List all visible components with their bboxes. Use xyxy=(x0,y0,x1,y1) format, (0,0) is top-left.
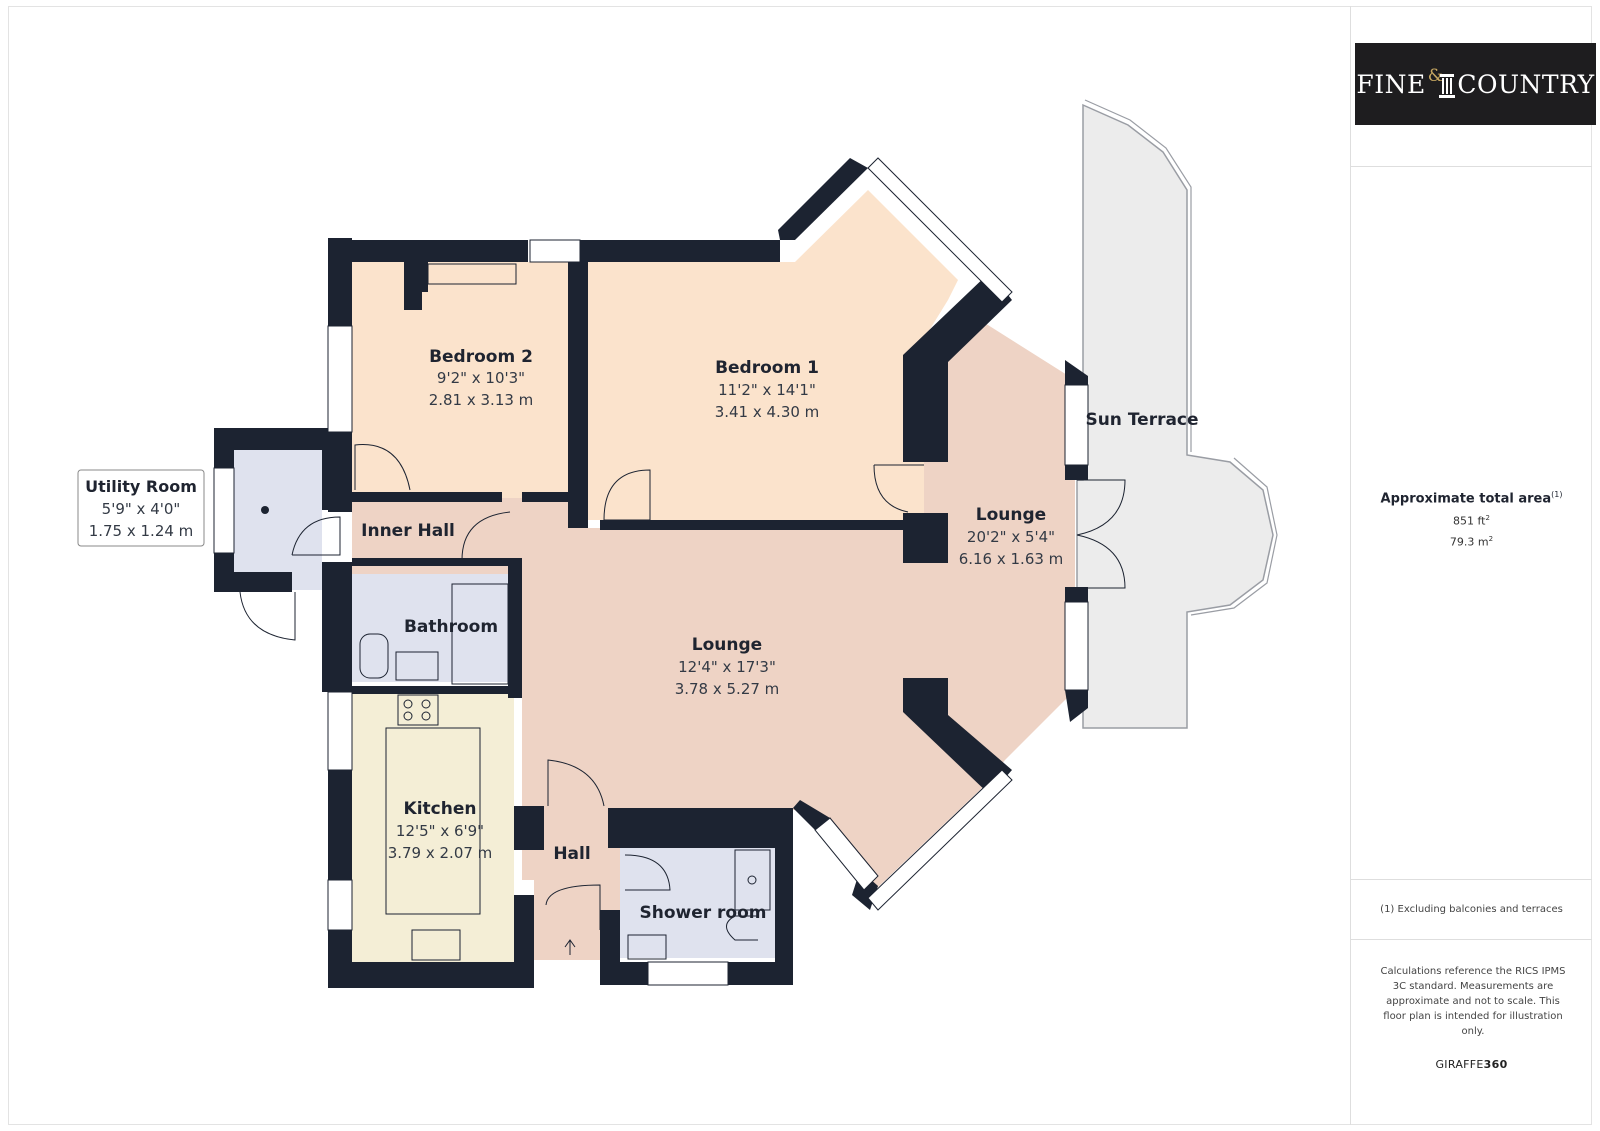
shower-room-label: Shower room xyxy=(639,903,766,923)
lounge-label: Lounge xyxy=(692,635,762,655)
room-floors xyxy=(234,190,1075,962)
disclaimer: Calculations reference the RICS IPMS 3C … xyxy=(1380,966,1566,1037)
sidebar-separator xyxy=(1351,939,1592,940)
bedroom-2-label: Bedroom 2 xyxy=(429,347,533,367)
page-frame xyxy=(8,6,1592,1125)
hall-label: Hall xyxy=(553,844,590,864)
utility-room-label: Utility Room xyxy=(85,477,197,496)
kitchen-sink xyxy=(411,929,461,961)
doors xyxy=(239,444,1126,955)
footnote: (1) Excluding balconies and terraces xyxy=(1380,904,1563,915)
kitchen-metric: 3.79 x 2.07 m xyxy=(388,844,493,862)
kitchen-label: Kitchen xyxy=(404,799,477,819)
lounge-small-metric: 6.16 x 1.63 m xyxy=(959,550,1064,568)
utility-room-floor xyxy=(234,450,322,590)
inner-hall-label: Inner Hall xyxy=(361,521,455,541)
bathroom-label: Bathroom xyxy=(404,617,498,637)
terrace-balustrade xyxy=(1084,99,1192,452)
lounge-small-imperial: 20'2" x 5'4" xyxy=(967,528,1055,546)
lounge-small-label: Lounge xyxy=(976,505,1046,525)
shower-toilet xyxy=(726,915,758,941)
lounge-metric: 3.78 x 5.27 m xyxy=(675,680,780,698)
brand-country: COUNTRY xyxy=(1457,69,1595,99)
wardrobe xyxy=(427,263,517,285)
utility-marker xyxy=(261,506,269,514)
bedroom-2-floor xyxy=(352,262,577,498)
area-title: Approximate total area(1) xyxy=(1380,490,1563,507)
sidebar-separator xyxy=(1351,166,1592,167)
credit: GIRAFFE360 xyxy=(1435,1058,1508,1071)
hob xyxy=(397,694,439,726)
brand-logo: FINE & COUNTRY xyxy=(1355,43,1596,125)
sidebar-divider xyxy=(1350,6,1351,1125)
brand-ampersand: & xyxy=(1427,66,1444,86)
utility-room-metric: 1.75 x 1.24 m xyxy=(89,522,194,540)
bath-tub xyxy=(451,583,509,685)
column-icon xyxy=(1439,74,1456,98)
brand-fine: FINE xyxy=(1356,69,1426,99)
floor-plan: Bedroom 2 9'2" x 10'3" 2.81 x 3.13 m Bed… xyxy=(77,99,1278,988)
info-sidebar: FINE & COUNTRY Approximate total area(1)… xyxy=(1351,6,1596,1125)
bedroom-2-imperial: 9'2" x 10'3" xyxy=(437,369,525,387)
windows xyxy=(213,157,1089,986)
washbasin xyxy=(395,651,439,681)
bedroom-1-floor xyxy=(588,190,958,520)
kitchen-imperial: 12'5" x 6'9" xyxy=(396,822,484,840)
toilet xyxy=(359,633,389,679)
brand-wordmark: FINE & COUNTRY xyxy=(1356,66,1595,99)
lounge-floor xyxy=(522,320,1075,890)
utility-room-imperial: 5'9" x 4'0" xyxy=(102,500,181,518)
room-labels: Bedroom 2 9'2" x 10'3" 2.81 x 3.13 m Bed… xyxy=(77,347,1199,923)
area-sqm: 79.3 m2 xyxy=(1449,535,1494,549)
utility-room-callout xyxy=(77,469,205,547)
sun-terrace-label: Sun Terrace xyxy=(1085,410,1198,430)
kitchen-floor xyxy=(352,692,514,962)
shower-tray xyxy=(734,849,771,911)
sun-terrace-area xyxy=(1076,103,1274,729)
bedroom-1-metric: 3.41 x 4.30 m xyxy=(715,403,820,421)
shower-basin xyxy=(627,934,667,960)
sidebar-separator xyxy=(1351,879,1592,880)
terrace-balustrade-bay xyxy=(1190,457,1278,616)
lounge-imperial: 12'4" x 17'3" xyxy=(678,658,776,676)
bedroom-1-imperial: 11'2" x 14'1" xyxy=(718,381,816,399)
area-sqft: 851 ft2 xyxy=(1453,514,1490,528)
bedroom-2-metric: 2.81 x 3.13 m xyxy=(429,391,534,409)
bedroom-1-label: Bedroom 1 xyxy=(715,358,819,378)
fixtures xyxy=(359,263,771,961)
bathroom-floor xyxy=(352,574,514,682)
kitchen-counter xyxy=(385,727,481,915)
